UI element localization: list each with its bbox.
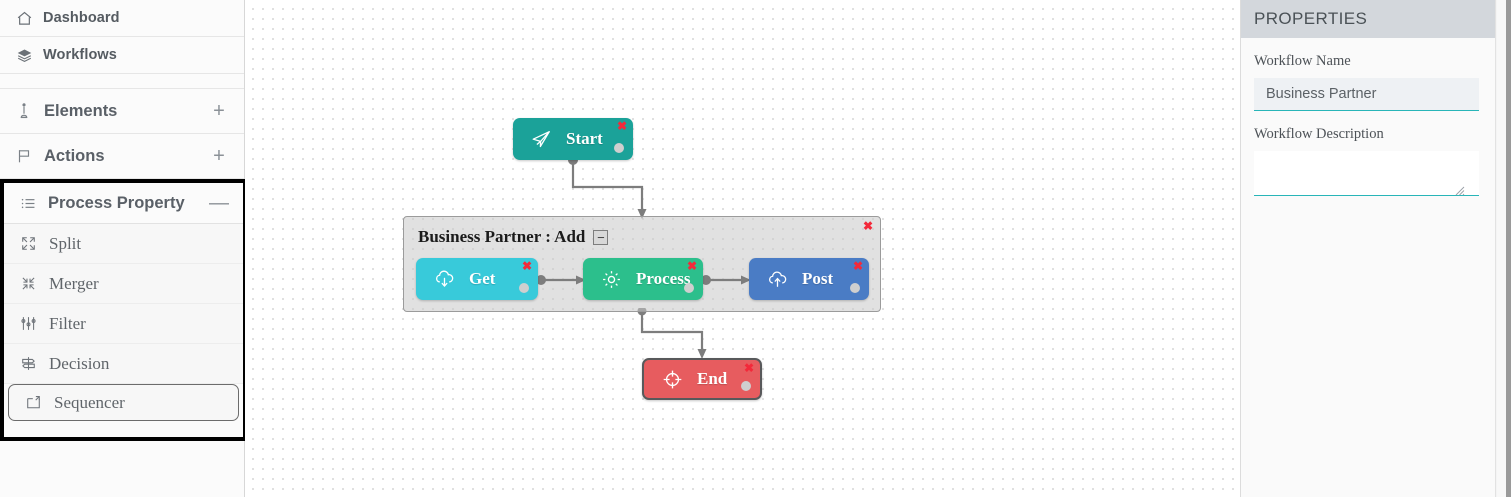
group-collapse-button[interactable]: − xyxy=(593,229,609,245)
node-start[interactable]: Start ✖ xyxy=(513,118,633,160)
marker-icon xyxy=(14,101,34,121)
home-icon xyxy=(14,8,34,28)
gear-icon xyxy=(599,267,623,291)
sidebar-item-merger-label: Merger xyxy=(49,273,99,293)
node-start-close-icon[interactable]: ✖ xyxy=(616,119,627,133)
signpost-icon xyxy=(18,354,38,374)
node-end[interactable]: End ✖ xyxy=(642,358,762,400)
sidebar-section-elements[interactable]: Elements + xyxy=(0,89,244,134)
cloud-upload-icon xyxy=(765,267,789,291)
sidebar-section-elements-label: Elements xyxy=(44,101,118,120)
node-post-label: Post xyxy=(802,269,834,288)
properties-header: PROPERTIES xyxy=(1241,0,1495,38)
paper-plane-icon xyxy=(529,127,553,151)
node-process-label: Process xyxy=(636,269,691,288)
node-get-connector-handle[interactable] xyxy=(519,283,529,293)
sidebar-item-dashboard-label: Dashboard xyxy=(43,10,120,26)
node-end-close-icon[interactable]: ✖ xyxy=(743,361,754,375)
page-scrollbar-edge xyxy=(1506,0,1511,497)
sidebar-item-decision[interactable]: Decision xyxy=(4,344,243,384)
actions-expand-toggle[interactable]: + xyxy=(213,145,225,167)
sidebar: Dashboard Workflows xyxy=(0,0,247,497)
sidebar-section-actions-label: Actions xyxy=(44,146,105,165)
edge-start-to-group xyxy=(568,155,647,219)
node-start-label: Start xyxy=(566,129,603,148)
sidebar-item-decision-label: Decision xyxy=(49,353,110,373)
sidebar-item-dashboard[interactable]: Dashboard xyxy=(0,0,244,37)
process-property-label: Process Property xyxy=(48,193,185,212)
node-post-close-icon[interactable]: ✖ xyxy=(852,259,863,273)
node-process-close-icon[interactable]: ✖ xyxy=(686,259,697,273)
expand-arrows-icon xyxy=(18,234,38,254)
sidebar-item-filter[interactable]: Filter xyxy=(4,304,243,344)
workflow-name-input[interactable] xyxy=(1254,78,1479,111)
node-get[interactable]: Get ✖ xyxy=(416,258,538,300)
workflow-name-label: Workflow Name xyxy=(1254,53,1351,69)
workflow-description-input[interactable] xyxy=(1254,151,1479,196)
node-start-connector-handle[interactable] xyxy=(614,143,624,153)
cloud-download-icon xyxy=(432,267,456,291)
workflow-description-field: Workflow Description xyxy=(1241,126,1495,196)
group-close-icon[interactable]: ✖ xyxy=(862,219,873,233)
sidebar-item-filter-label: Filter xyxy=(49,313,86,333)
sidebar-item-merger[interactable]: Merger xyxy=(4,264,243,304)
node-end-connector-handle[interactable] xyxy=(741,381,751,391)
sidebar-item-sequencer[interactable]: Sequencer xyxy=(8,384,239,421)
node-post[interactable]: Post ✖ xyxy=(749,258,869,300)
sidebar-item-workflows[interactable]: Workflows xyxy=(0,37,244,74)
node-post-connector-handle[interactable] xyxy=(850,283,860,293)
node-get-close-icon[interactable]: ✖ xyxy=(521,259,532,273)
group-title: Business Partner : Add − xyxy=(418,227,609,247)
sequencer-icon xyxy=(23,393,43,413)
workflow-canvas[interactable]: Business Partner : Add − ✖ xyxy=(245,0,1240,497)
workflow-name-field: Workflow Name xyxy=(1241,53,1495,111)
node-end-label: End xyxy=(697,369,728,388)
workflow-description-label: Workflow Description xyxy=(1254,126,1384,142)
sidebar-item-split[interactable]: Split xyxy=(4,224,243,264)
list-icon xyxy=(18,193,38,213)
process-property-panel: Process Property — Split xyxy=(0,179,247,441)
sliders-icon xyxy=(18,314,38,334)
sidebar-spacer xyxy=(0,74,244,89)
node-process-connector-handle[interactable] xyxy=(684,283,694,293)
sidebar-section-process-property[interactable]: Process Property — xyxy=(4,183,243,224)
page-scrollbar[interactable] xyxy=(1495,0,1511,497)
sidebar-item-split-label: Split xyxy=(49,233,82,253)
process-property-collapse-toggle[interactable]: — xyxy=(209,192,229,214)
group-title-text: Business Partner : Add xyxy=(418,227,586,246)
workflow-description-wrap xyxy=(1254,151,1479,196)
properties-title: PROPERTIES xyxy=(1254,9,1368,28)
crosshair-icon xyxy=(660,367,684,391)
layers-icon xyxy=(14,45,34,65)
elements-expand-toggle[interactable]: + xyxy=(213,100,225,122)
sidebar-section-actions[interactable]: Actions + xyxy=(0,134,244,179)
sidebar-item-workflows-label: Workflows xyxy=(43,47,117,63)
node-get-label: Get xyxy=(469,269,496,288)
node-process[interactable]: Process ✖ xyxy=(583,258,703,300)
flag-icon xyxy=(14,146,34,166)
properties-panel: PROPERTIES Workflow Name Workflow Descri… xyxy=(1240,0,1495,497)
sidebar-item-sequencer-label: Sequencer xyxy=(54,392,125,412)
collapse-arrows-icon xyxy=(18,274,38,294)
